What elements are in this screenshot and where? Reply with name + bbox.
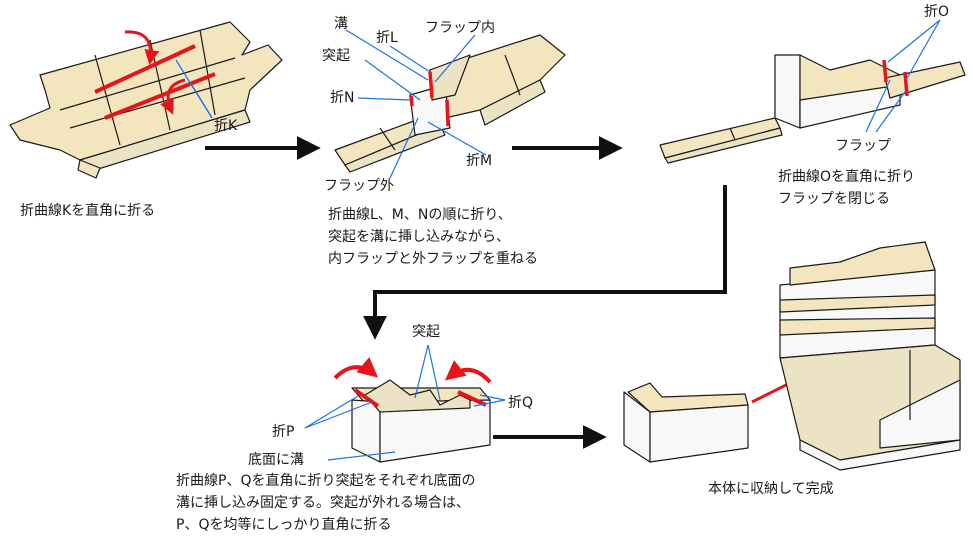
label-flap: フラップ: [835, 138, 891, 154]
label-flap-outer: フラップ外: [324, 178, 394, 194]
step1-fold-arrows: [124, 30, 186, 115]
step1-fold-lines: [94, 44, 216, 120]
label-tokki: 突起: [322, 48, 350, 64]
caption-step4-line1: 折曲線P、Qを直角に折り突起をそれぞれ底面の: [176, 473, 476, 489]
caption-step4: 折曲線P、Qを直角に折り突起をそれぞれ底面の 溝に挿し込み固定する。突起が外れる…: [176, 470, 475, 536]
step5-tray: [623, 382, 749, 463]
caption-step2-line3: 内フラップと外フラップを重ねる: [328, 251, 538, 267]
leader-lines-step3: [865, 19, 941, 133]
step3-fold-lines: [882, 59, 909, 97]
label-fold-m: 折M: [466, 153, 493, 169]
caption-step5: 本体に収納して完成: [708, 481, 834, 497]
label-fold-q: 折Q: [508, 395, 534, 411]
caption-step3: 折曲線Oを直角に折り フラップを閉じる: [778, 166, 915, 210]
step4-fold-arrows: [333, 357, 492, 384]
label-fold-o: 折O: [924, 4, 950, 20]
leader-lines-step2: [345, 29, 487, 179]
label-tokki-2: 突起: [412, 324, 440, 340]
step1-flat-blank: [9, 21, 283, 179]
arrow-step3-to-step4: [363, 185, 727, 340]
caption-step3-line2: フラップを閉じる: [778, 191, 890, 207]
step4-fold-lines: [353, 388, 487, 408]
step5-sleeve: [779, 241, 961, 471]
label-fold-n: 折N: [330, 90, 355, 106]
caption-step2-line2: 突起を溝に挿し込みながら、: [328, 229, 510, 245]
caption-step1: 折曲線Kを直角に折る: [20, 203, 156, 219]
leader-lines-step4: [304, 344, 506, 461]
caption-step2: 折曲線L、M、Nの順に折り、 突起を溝に挿し込みながら、 内フラップと外フラップ…: [328, 204, 538, 270]
label-bottom-groove: 底面に溝: [248, 452, 304, 468]
label-fold-l: 折L: [376, 30, 398, 46]
leader-fold-k: [175, 59, 213, 119]
caption-step2-line1: 折曲線L、M、Nの順に折り、: [328, 207, 512, 223]
label-flap-inner: フラップ内: [425, 20, 495, 36]
step4-box-body: [351, 379, 491, 463]
caption-step4-line2: 溝に挿し込み固定する。突起が外れる場合は、: [176, 495, 470, 511]
step2-partial-fold: [334, 34, 566, 173]
label-fold-p: 折P: [272, 424, 295, 440]
caption-step3-line1: 折曲線Oを直角に折り: [778, 169, 916, 185]
label-mizo: 溝: [334, 16, 348, 32]
step3-box-with-flaps: [659, 54, 966, 164]
caption-step4-line3: P、Qを均等にしっかり直角に折る: [176, 517, 392, 533]
step2-fold-lines: [409, 71, 450, 127]
label-fold-k: 折K: [214, 118, 238, 134]
